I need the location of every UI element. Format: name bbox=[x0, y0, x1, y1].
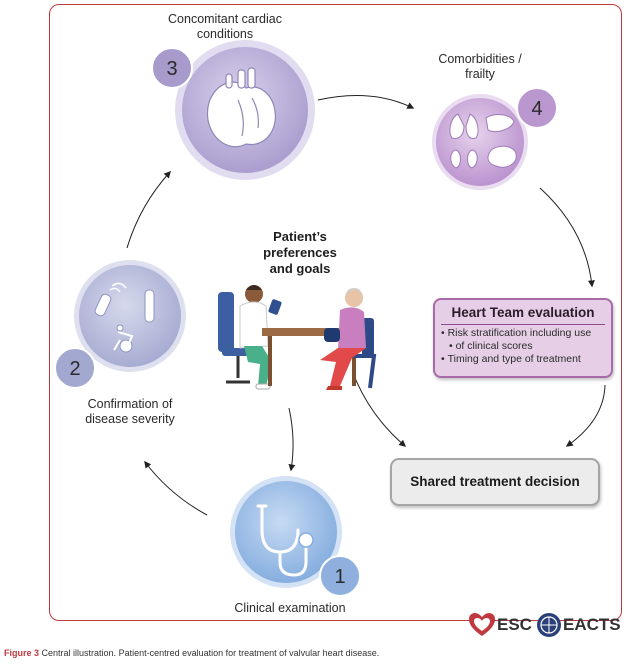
heart-team-list: Risk stratification including use of cli… bbox=[441, 327, 607, 366]
step-3-label: Concomitant cardiac conditions bbox=[150, 12, 300, 42]
arrow-3-to-4 bbox=[317, 95, 415, 109]
heart-team-title: Heart Team evaluation bbox=[451, 305, 595, 320]
step-2-number: 2 bbox=[69, 358, 80, 380]
heart-team-bullet: Timing and type of treatment bbox=[441, 353, 607, 366]
step-1-circle bbox=[230, 476, 342, 588]
ultrasound-probe-icon bbox=[94, 282, 127, 317]
step-4-label-line1: Comorbidities / bbox=[438, 52, 522, 66]
step-1-label: Clinical examination bbox=[220, 601, 360, 616]
exercise-bike-icon bbox=[113, 324, 134, 353]
heart-team-bullet: Risk stratification including use bbox=[441, 327, 607, 340]
eacts-globe-icon bbox=[537, 613, 561, 637]
step-2-label: Confirmation of disease severity bbox=[70, 397, 190, 427]
lungs-icon bbox=[449, 113, 479, 139]
center-label-line3: and goals bbox=[269, 261, 331, 276]
center-label: Patient’s preferences and goals bbox=[245, 229, 355, 277]
heart-team-evaluation-box: Heart Team evaluation Risk stratificatio… bbox=[433, 298, 613, 378]
step-2-badge: 2 bbox=[54, 347, 96, 389]
step-4-badge: 4 bbox=[516, 87, 558, 129]
step-3-number: 3 bbox=[166, 58, 177, 80]
esc-heart-icon bbox=[469, 613, 495, 636]
heart-icon bbox=[206, 67, 276, 148]
step-4-number: 4 bbox=[531, 98, 542, 120]
diagram-frame bbox=[49, 4, 622, 621]
step-1-number: 1 bbox=[334, 566, 345, 588]
step-1-badge: 1 bbox=[319, 555, 361, 597]
arrow-patient-to-1 bbox=[288, 407, 296, 472]
step-2-label-line2: disease severity bbox=[85, 412, 175, 426]
step-3-badge: 3 bbox=[151, 47, 193, 89]
arrow-patient-to-shared bbox=[354, 377, 407, 447]
esc-logo-text: ESC bbox=[497, 615, 532, 634]
flow-arrows bbox=[126, 95, 606, 516]
arrow-2-to-3 bbox=[126, 170, 171, 249]
liver-icon bbox=[485, 114, 515, 133]
brain-icon bbox=[487, 145, 517, 168]
step-3-label-line2: conditions bbox=[196, 27, 254, 41]
step-4-label: Comorbidities / frailty bbox=[420, 52, 540, 82]
heart-team-bullet-text: of clinical scores bbox=[455, 340, 533, 352]
step-4-circle bbox=[432, 94, 528, 190]
step-3-label-line1: Concomitant cardiac bbox=[168, 12, 282, 26]
figure-number: Figure 3 bbox=[4, 648, 40, 658]
eacts-logo-text: EACTS bbox=[563, 615, 621, 634]
step-3-circle bbox=[175, 40, 315, 180]
figure-caption-text: Central illustration. Patient-centred ev… bbox=[41, 648, 380, 658]
test-tube-icon bbox=[144, 289, 155, 323]
center-label-line2: preferences bbox=[263, 245, 337, 260]
step-2-label-line1: Confirmation of bbox=[87, 397, 173, 411]
arrow-4-to-heart-team bbox=[539, 187, 595, 288]
stethoscope-icon bbox=[256, 504, 314, 577]
center-label-line1: Patient’s bbox=[273, 229, 327, 244]
doctor-patient-illustration bbox=[218, 285, 377, 390]
step-1-label-text: Clinical examination bbox=[234, 601, 346, 615]
arrow-heart-team-to-shared bbox=[565, 384, 606, 447]
arrow-1-to-2 bbox=[144, 460, 208, 516]
kidneys-icon bbox=[450, 149, 478, 169]
step-4-label-line2: frailty bbox=[465, 67, 495, 81]
step-2-circle bbox=[74, 260, 186, 372]
shared-treatment-decision-box: Shared treatment decision bbox=[390, 458, 600, 506]
figure-caption: Figure 3 Central illustration. Patient-c… bbox=[4, 648, 379, 658]
heart-team-bullet-continuation: of clinical scores bbox=[441, 340, 607, 353]
heart-team-divider bbox=[441, 324, 605, 325]
